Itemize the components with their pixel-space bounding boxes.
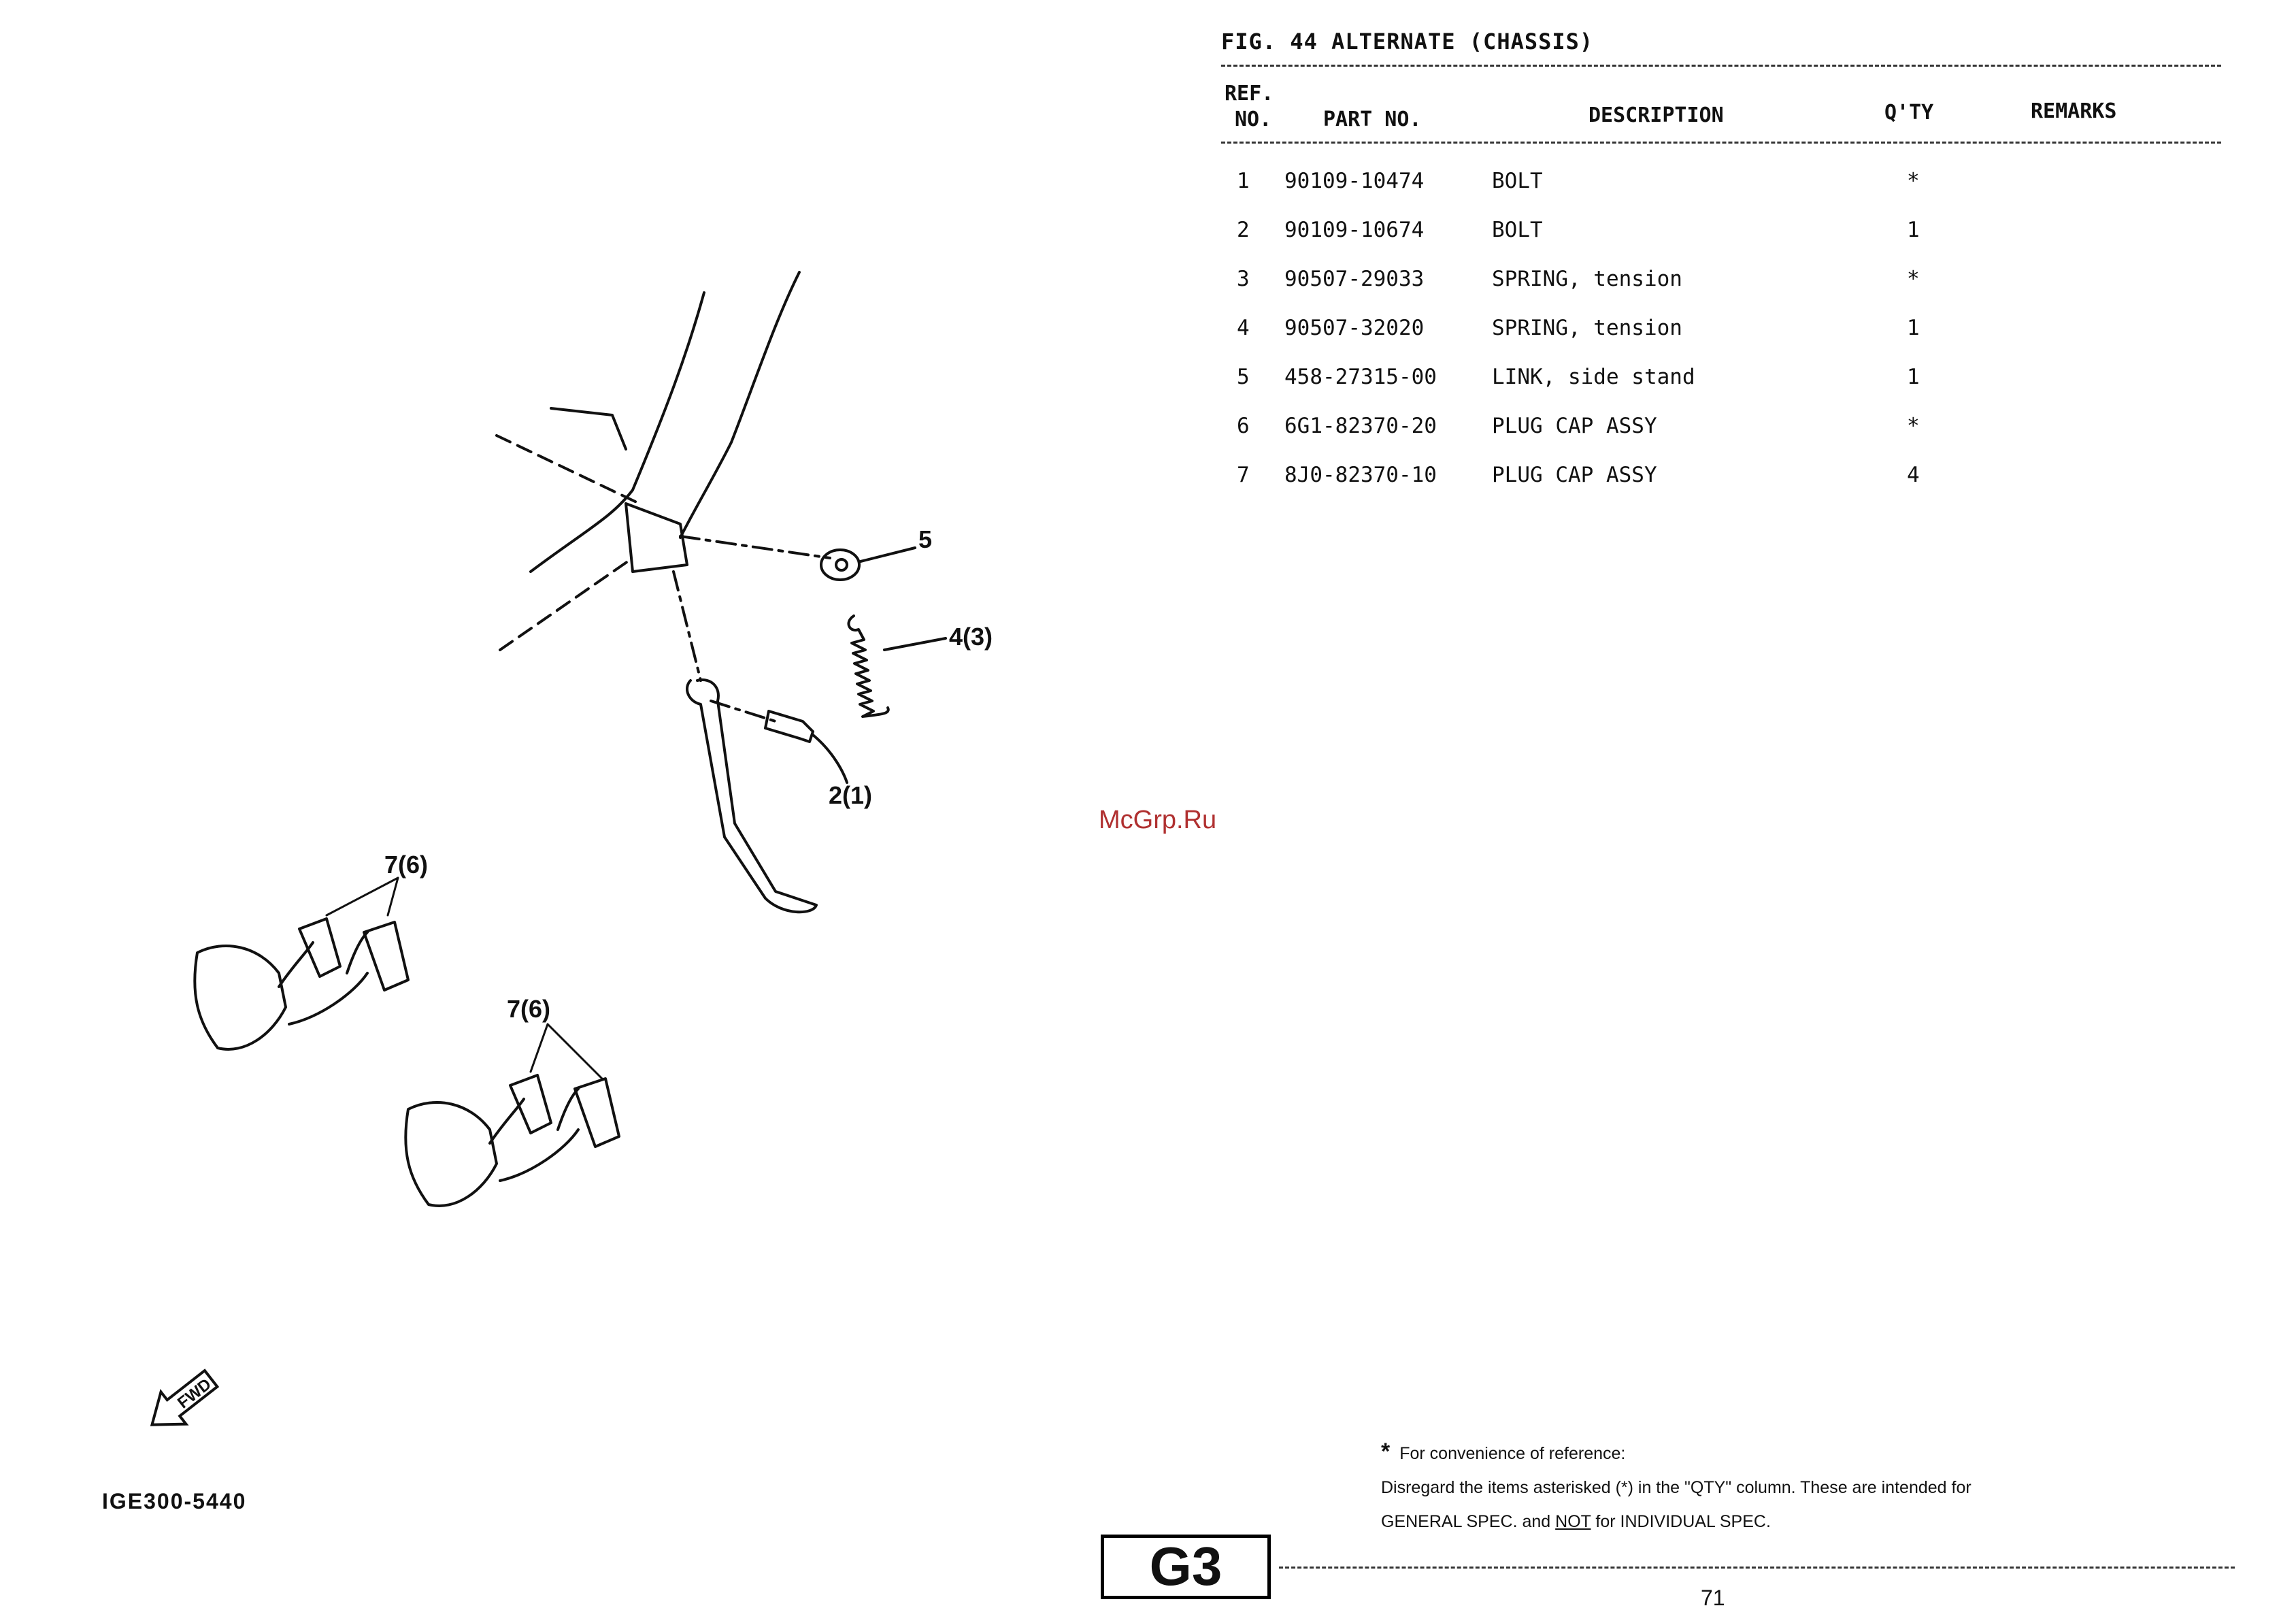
cell-qty: 4: [1907, 463, 1920, 487]
fwd-arrow-icon: FWD: [150, 1368, 220, 1426]
cell-part-no: 8J0-82370-10: [1284, 463, 1437, 487]
cell-part-no: 458-27315-00: [1284, 365, 1437, 389]
plug-cap-assembly-b: [404, 1101, 498, 1207]
note-line-2: Disregard the items asterisked (*) in th…: [1381, 1478, 1971, 1497]
link-part: [820, 548, 861, 581]
cell-qty: 1: [1907, 365, 1920, 389]
illustration-ref-code: IGE300-5440: [102, 1489, 247, 1513]
footer-rule: [1279, 1567, 2235, 1569]
side-stand: [686, 678, 818, 914]
asterisk-icon: *: [1381, 1439, 1391, 1464]
frame-bracket: [625, 502, 688, 573]
frame-tube-right: [679, 271, 801, 539]
frame-dash-lower: [499, 557, 634, 651]
note-line-3c: for INDIVIDUAL SPEC.: [1591, 1512, 1771, 1531]
cell-ref: 6: [1237, 414, 1250, 438]
header-ref: REF.: [1225, 82, 1274, 105]
cell-description: BOLT: [1492, 169, 1543, 193]
header-ref-no: NO.: [1235, 108, 1272, 131]
watermark: McGrp.Ru: [1099, 806, 1217, 834]
cell-part-no: 90507-29033: [1284, 267, 1425, 291]
leader-stand: [672, 570, 702, 682]
cell-description: SPRING, tension: [1492, 316, 1682, 340]
callout-5: 5: [918, 525, 933, 553]
section-mark: G3: [1101, 1535, 1271, 1599]
frame-brace: [550, 407, 627, 450]
cell-description: PLUG CAP ASSY: [1492, 414, 1657, 438]
page-number: 71: [1701, 1586, 1725, 1610]
table-rule-top: [1221, 65, 2221, 67]
header-qty: Q'TY: [1884, 101, 1934, 125]
plug-cap-assembly-a: [193, 945, 287, 1051]
leader-link: [679, 535, 831, 559]
note-line-3a: GENERAL SPEC. and: [1381, 1512, 1556, 1531]
cell-qty: *: [1907, 414, 1920, 438]
callout-4-3: 4(3): [949, 623, 993, 651]
cell-part-no: 90109-10474: [1284, 169, 1425, 193]
cell-description: LINK, side stand: [1492, 365, 1695, 389]
reference-note: * For convenience of reference: Disregard…: [1381, 1435, 1971, 1539]
cell-ref: 2: [1237, 218, 1250, 242]
cell-ref: 1: [1237, 169, 1250, 193]
cell-description: BOLT: [1492, 218, 1543, 242]
cell-qty: 1: [1907, 218, 1920, 242]
cell-description: PLUG CAP ASSY: [1492, 463, 1657, 487]
callout-2-1: 2(1): [829, 781, 873, 809]
cell-qty: *: [1907, 267, 1920, 291]
cell-ref: 5: [1237, 365, 1250, 389]
cell-qty: *: [1907, 169, 1920, 193]
bolt-part: [764, 710, 814, 743]
note-line-3b: NOT: [1555, 1512, 1591, 1531]
callout-7-6-a: 7(6): [384, 851, 429, 879]
figure-title: FIG. 44 ALTERNATE (CHASSIS): [1221, 29, 1594, 54]
cell-part-no: 90507-32020: [1284, 316, 1425, 340]
cell-description: SPRING, tension: [1492, 267, 1682, 291]
frame-dash-upper: [495, 434, 641, 505]
leader-bolt: [710, 700, 777, 723]
frame-tube-left: [529, 291, 705, 573]
cell-ref: 7: [1237, 463, 1250, 487]
cell-ref: 3: [1237, 267, 1250, 291]
cell-part-no: 90109-10674: [1284, 218, 1425, 242]
cell-qty: 1: [1907, 316, 1920, 340]
header-description: DESCRIPTION: [1588, 103, 1724, 127]
callout-7-6-b: 7(6): [507, 995, 551, 1023]
spring-part: [847, 614, 890, 718]
table-rule-header: [1221, 142, 2221, 144]
header-part-no: PART NO.: [1323, 108, 1422, 131]
header-remarks: REMARKS: [2031, 99, 2117, 123]
note-line-1: For convenience of reference:: [1399, 1444, 1626, 1463]
cell-part-no: 6G1-82370-20: [1284, 414, 1437, 438]
cell-ref: 4: [1237, 316, 1250, 340]
